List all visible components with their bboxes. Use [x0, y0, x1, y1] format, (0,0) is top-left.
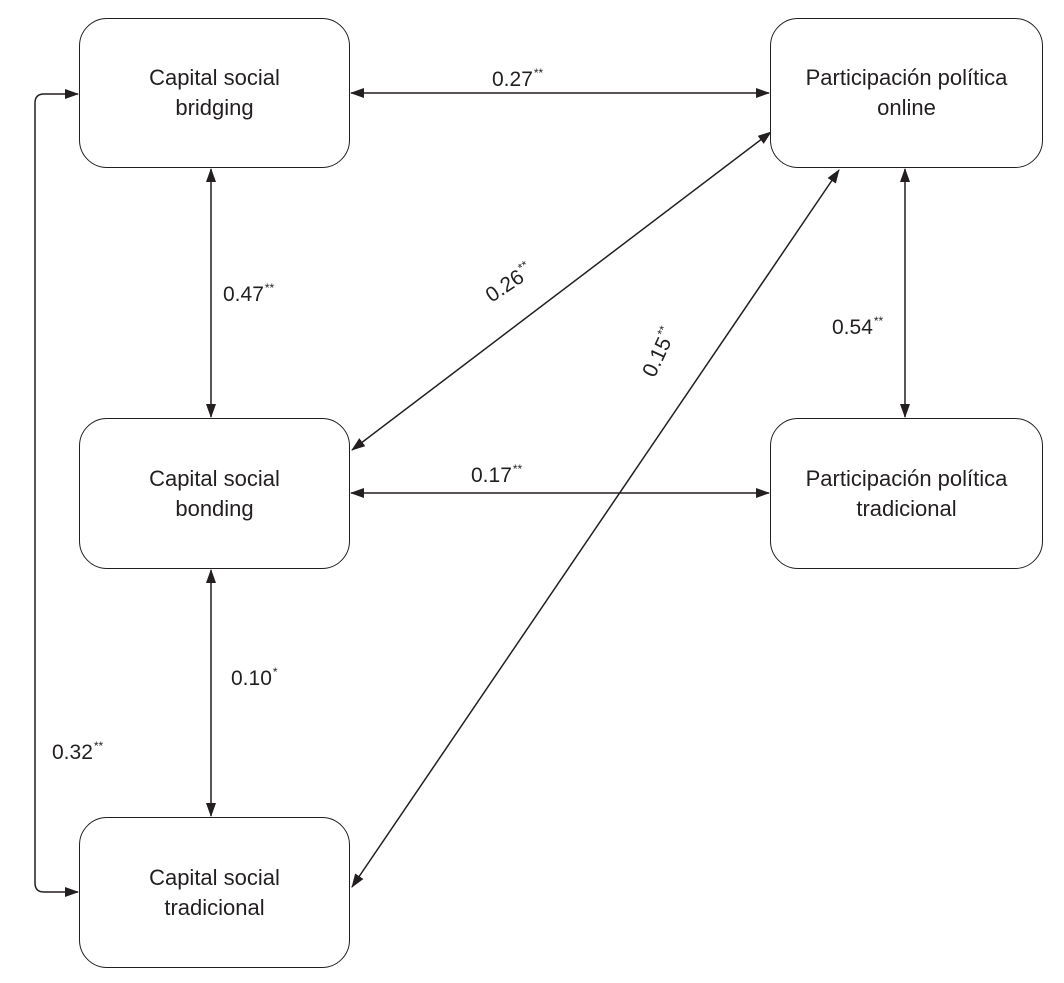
significance-marker: * — [272, 665, 278, 679]
coefficient-value: 0.47 — [223, 283, 264, 306]
arrow-tradicional-online — [351, 169, 840, 888]
coefficient-bridging-bonding: 0.47** — [223, 276, 274, 307]
node-label-line1: Capital social — [149, 864, 280, 890]
node-capital-social-tradicional: Capital social tradicional — [79, 817, 350, 968]
arrow-bridging-tradicional — [34, 89, 79, 897]
coefficient-value: 0.32 — [52, 741, 93, 764]
coefficient-bonding-tradicional: 0.10* — [231, 660, 278, 691]
coefficient-value: 0.54 — [832, 316, 873, 339]
arrow-bonding-online — [351, 131, 772, 451]
coefficient-value: 0.27 — [492, 68, 533, 91]
significance-marker: ** — [264, 281, 275, 295]
node-label-line2: bonding — [175, 495, 254, 521]
node-label-line2: tradicional — [856, 495, 957, 521]
coefficient-online-ptradicional: 0.54** — [832, 309, 883, 340]
node-participacion-politica-tradicional: Participación política tradicional — [770, 418, 1043, 569]
node-label-line2: bridging — [175, 95, 254, 120]
coefficient-bridging-online: 0.27** — [492, 61, 543, 92]
significance-marker: ** — [873, 314, 884, 328]
node-label-line1: Participación política — [805, 465, 1008, 491]
node-label-line2: tradicional — [164, 894, 265, 920]
coefficient-value: 0.17 — [471, 464, 512, 487]
significance-marker: ** — [533, 66, 544, 80]
node-label-line1: Capital social — [149, 465, 280, 491]
node-label-line1: Capital social — [149, 65, 280, 90]
node-capital-social-bonding: Capital social bonding — [79, 418, 350, 569]
node-capital-social-bridging: Capital social bridging — [79, 18, 350, 168]
node-label-line2: online — [877, 95, 936, 120]
coefficient-value: 0.10 — [231, 667, 272, 690]
node-participacion-politica-online: Participación política online — [770, 18, 1043, 168]
significance-marker: ** — [93, 739, 104, 753]
coefficient-bridging-tradicional: 0.32** — [52, 734, 103, 765]
coefficient-bonding-ptradicional: 0.17** — [471, 457, 522, 488]
significance-marker: ** — [512, 462, 523, 476]
node-label-line1: Participación política — [805, 65, 1008, 90]
